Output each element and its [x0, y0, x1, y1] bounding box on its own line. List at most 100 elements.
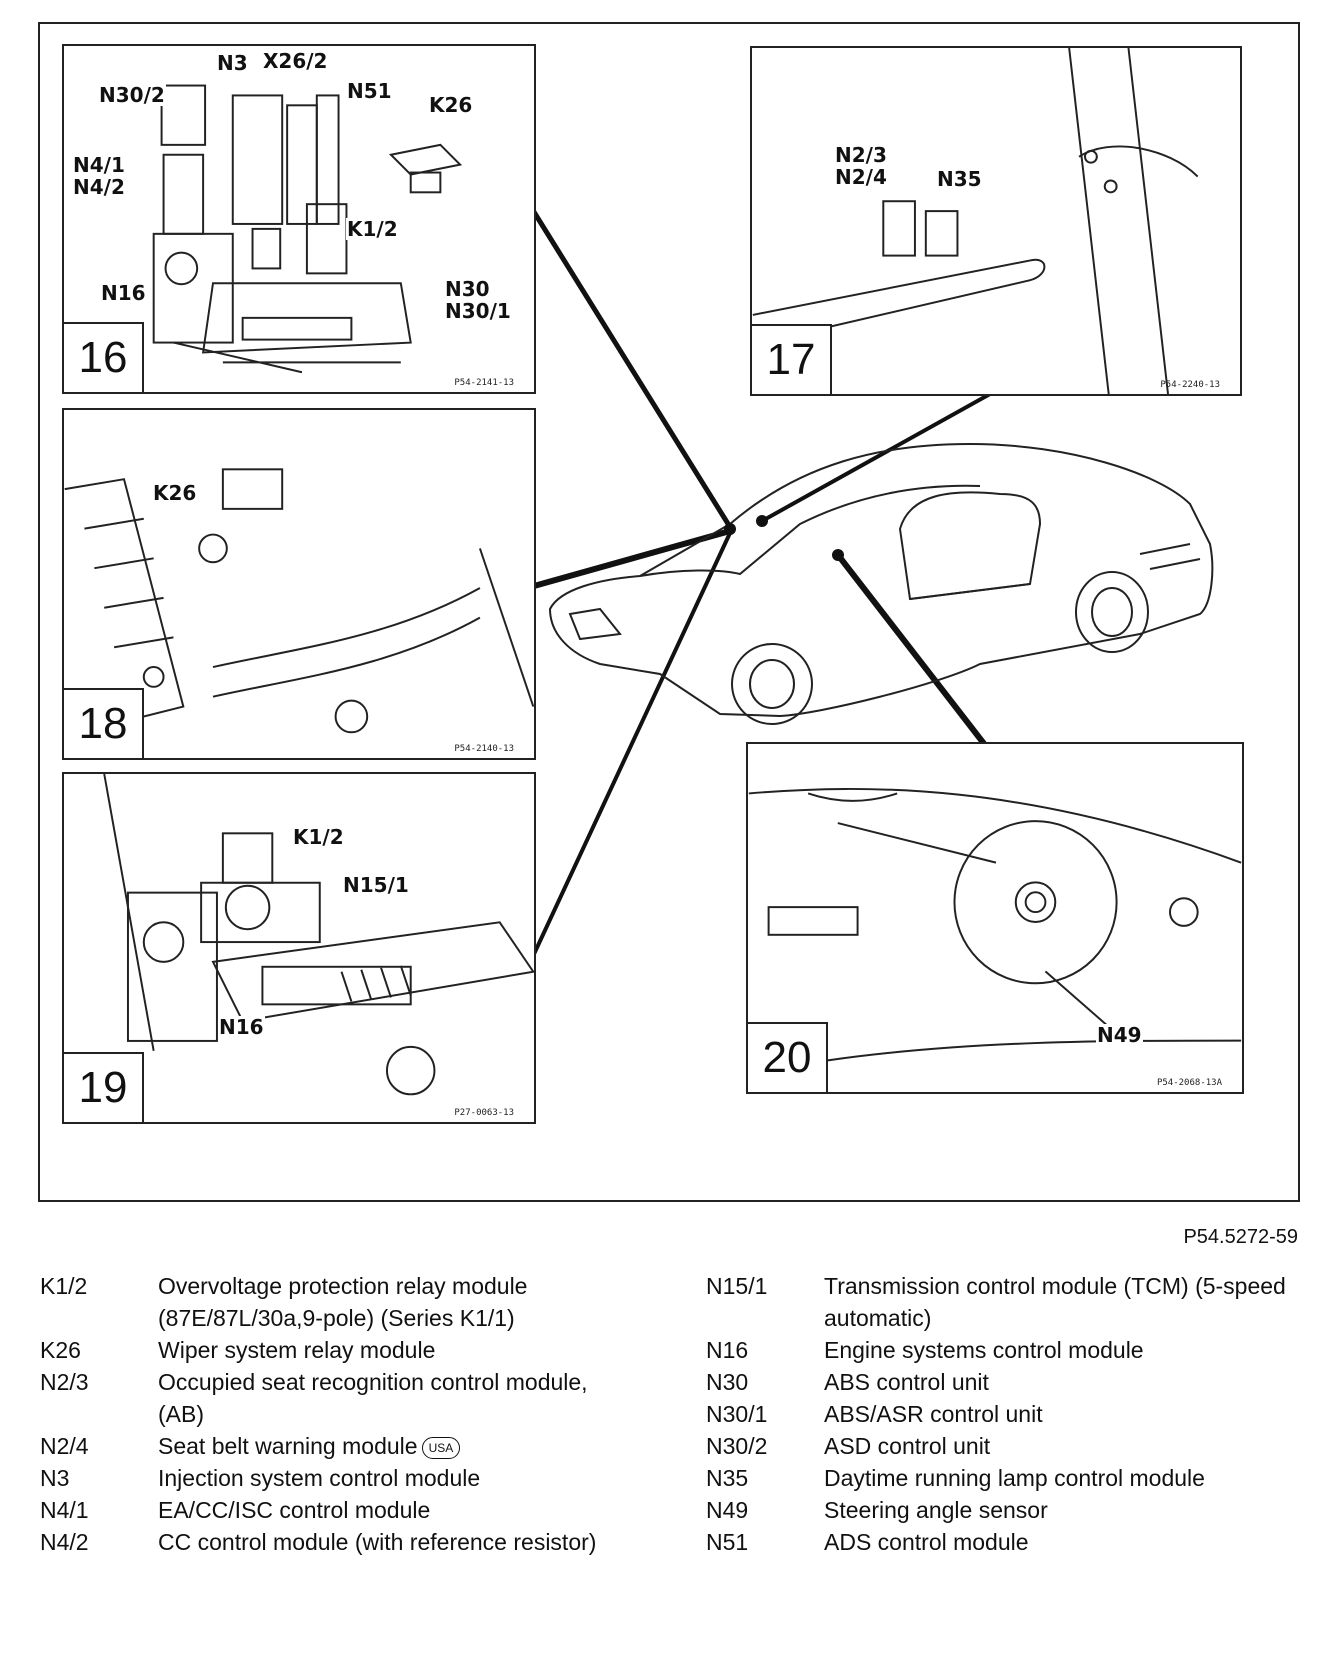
panel-18-ref: P54-2140-13: [454, 744, 514, 754]
legend-description: ADS control module: [824, 1526, 1306, 1558]
legend-description-text: ASD control unit: [824, 1433, 991, 1459]
legend-code: N30: [706, 1369, 749, 1395]
legend-code: K26: [40, 1337, 81, 1363]
legend-entry: N49 Steering angle sensor: [706, 1494, 1306, 1526]
legend-entry: N30 ABS control unit: [706, 1366, 1306, 1398]
label-k1-2: K1/2: [346, 217, 399, 241]
panel-19: K1/2 N15/1 N16 19 P27-0063-13: [62, 772, 536, 1124]
panel-19-artwork: [103, 774, 534, 1096]
label-n16: N16: [100, 281, 147, 305]
label-n3: N3: [216, 51, 249, 75]
legend-code: N16: [706, 1337, 749, 1363]
label-n35: N35: [936, 167, 983, 191]
legend-entry: K26 Wiper system relay module: [40, 1334, 600, 1366]
label-k26: K26: [152, 481, 198, 505]
legend-description: ABS control unit: [824, 1366, 1306, 1398]
panel-number-18: 18: [64, 688, 144, 758]
legend-description-text: Injection system control module: [158, 1465, 481, 1491]
legend-code: N49: [706, 1497, 749, 1523]
panel-20-ref: P54-2068-13A: [1156, 1078, 1222, 1088]
legend-description-text: Daytime running lamp control module: [824, 1465, 1205, 1491]
panel-19-ref: P27-0063-13: [454, 1108, 514, 1118]
legend-code: N30/2: [706, 1433, 768, 1459]
legend-description-text: Wiper system relay module: [158, 1337, 436, 1363]
legend-code: N51: [706, 1529, 749, 1555]
panel-number-16: 16: [64, 322, 144, 392]
label-n4: N4/1 N4/2: [72, 153, 126, 199]
panel-20: N49 20 P54-2068-13A: [746, 742, 1244, 1094]
legend-entry: N30/1 ABS/ASR control unit: [706, 1398, 1306, 1430]
legend-description: ABS/ASR control unit: [824, 1398, 1306, 1430]
label-n16: N16: [218, 1015, 265, 1039]
legend-description: ASD control unit: [824, 1430, 1306, 1462]
legend-description-text: CC control module (with reference resist…: [158, 1529, 597, 1555]
panel-17-ref: P54-2240-13: [1160, 380, 1220, 390]
label-n30-2: N30/2: [98, 83, 166, 107]
legend-description: Engine systems control module: [824, 1334, 1306, 1366]
legend-code: N30/1: [706, 1401, 768, 1427]
label-k26: K26: [428, 93, 474, 117]
legend-description-text: ADS control module: [824, 1529, 1029, 1555]
panel-18: K26 18 P54-2140-13: [62, 408, 536, 760]
legend-code: N15/1: [706, 1273, 768, 1299]
legend-description: CC control module (with reference resist…: [158, 1526, 600, 1558]
legend-description: Occupied seat recognition control module…: [158, 1366, 600, 1430]
legend-entry: N15/1 Transmission control module (TCM) (…: [706, 1270, 1306, 1334]
label-x26-2: X26/2: [262, 49, 329, 73]
label-n49: N49: [1096, 1023, 1143, 1047]
legend-description-text: Overvoltage protection relay module (87E…: [158, 1273, 528, 1331]
usa-badge: USA: [421, 1436, 461, 1459]
panel-number-20: 20: [748, 1022, 828, 1092]
legend-description-text: EA/CC/ISC control module: [158, 1497, 431, 1523]
legend-description: Daytime running lamp control module: [824, 1462, 1306, 1494]
label-n51: N51: [346, 79, 393, 103]
panel-number-17: 17: [752, 324, 832, 394]
legend-code: N35: [706, 1465, 749, 1491]
legend-entry: N4/2 CC control module (with reference re…: [40, 1526, 600, 1558]
legend-entry: N16 Engine systems control module: [706, 1334, 1306, 1366]
diagram-figure: N30/2 N3 X26/2 N51 K26 N4/1 N4/2 K1/2 N1…: [38, 22, 1300, 1202]
legend-code: N3: [40, 1465, 70, 1491]
legend-code: N4/2: [40, 1529, 89, 1555]
legend-left-column: K1/2 Overvoltage protection relay module …: [40, 1270, 600, 1558]
panel-16-artwork: [152, 84, 463, 374]
label-n15-1: N15/1: [342, 873, 410, 897]
legend-description: Overvoltage protection relay module (87E…: [158, 1270, 600, 1334]
label-n2: N2/3 N2/4: [834, 143, 888, 189]
leader-lines: [531, 209, 1214, 956]
legend-description-text: Transmission control module (TCM) (5-spe…: [824, 1273, 1286, 1331]
legend-description: EA/CC/ISC control module: [158, 1494, 600, 1526]
legend-description-text: Occupied seat recognition control module…: [158, 1369, 588, 1427]
legend-description-text: ABS/ASR control unit: [824, 1401, 1043, 1427]
legend-entry: K1/2 Overvoltage protection relay module …: [40, 1270, 600, 1334]
legend-right-column: N15/1 Transmission control module (TCM) (…: [706, 1270, 1306, 1558]
legend-description: Steering angle sensor: [824, 1494, 1306, 1526]
panel-number-19: 19: [64, 1052, 144, 1122]
legend-code: N2/4: [40, 1433, 89, 1459]
panel-16: N30/2 N3 X26/2 N51 K26 N4/1 N4/2 K1/2 N1…: [62, 44, 536, 394]
legend-entry: N3 Injection system control module: [40, 1462, 600, 1494]
panel-18-artwork: [64, 468, 534, 734]
legend-description-text: Engine systems control module: [824, 1337, 1144, 1363]
legend-description: Injection system control module: [158, 1462, 600, 1494]
legend-description: Wiper system relay module: [158, 1334, 600, 1366]
legend-description-text: Seat belt warning module: [158, 1433, 418, 1459]
legend-code: N4/1: [40, 1497, 89, 1523]
legend-entry: N2/3 Occupied seat recognition control mo…: [40, 1366, 600, 1430]
legend-code: K1/2: [40, 1273, 88, 1299]
legend-entry: N30/2 ASD control unit: [706, 1430, 1306, 1462]
legend-entry: N51 ADS control module: [706, 1526, 1306, 1558]
label-n30: N30 N30/1: [444, 277, 512, 323]
label-k1-2: K1/2: [292, 825, 345, 849]
figure-reference: P54.5272-59: [1183, 1226, 1298, 1248]
panel-17-artwork: [752, 48, 1199, 394]
legend-code: N2/3: [40, 1369, 89, 1395]
car-illustration: [548, 442, 1214, 725]
legend-entry: N4/1 EA/CC/ISC control module: [40, 1494, 600, 1526]
legend-description-text: Steering angle sensor: [824, 1497, 1048, 1523]
panel-16-ref: P54-2141-13: [454, 378, 514, 388]
legend-entry: N35 Daytime running lamp control module: [706, 1462, 1306, 1494]
legend-description: Transmission control module (TCM) (5-spe…: [824, 1270, 1306, 1334]
